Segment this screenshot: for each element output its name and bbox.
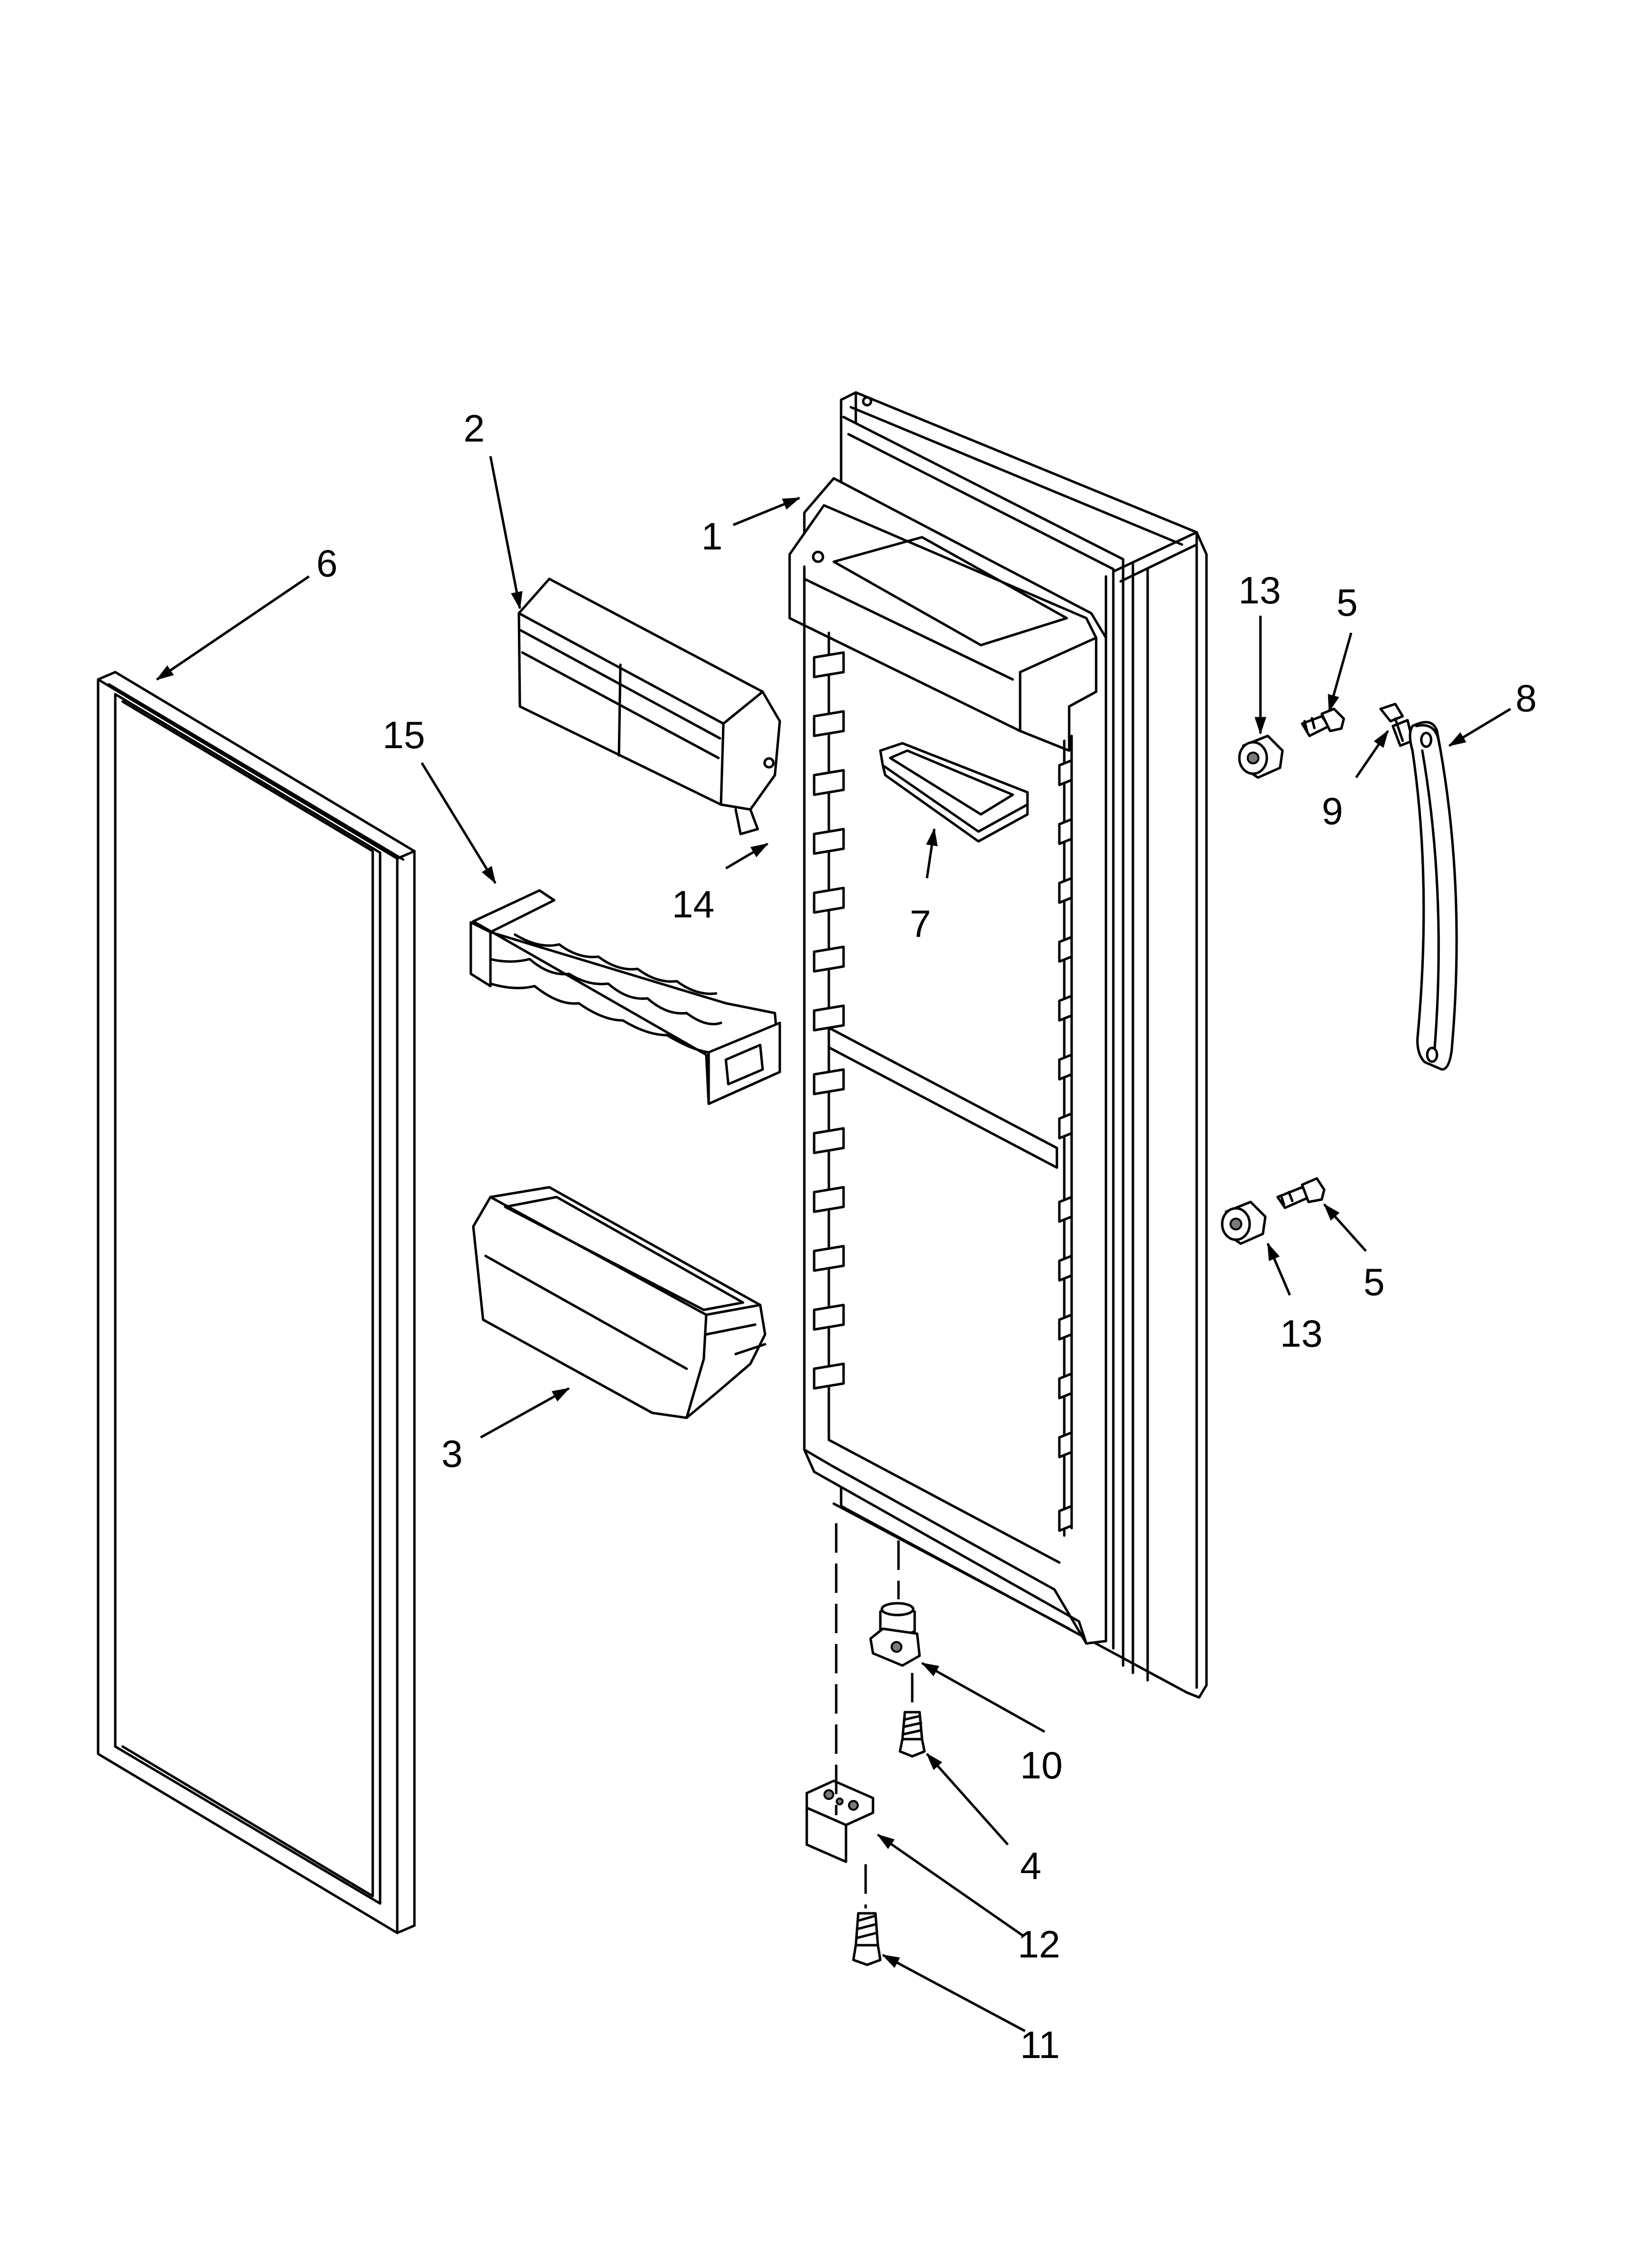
callout-5-lower: 5 [1363, 1260, 1385, 1303]
handle-spacer-lower [1221, 1200, 1267, 1245]
hinge-bracket [805, 1779, 874, 1863]
callout-2: 2 [463, 407, 485, 450]
callout-6: 6 [316, 542, 337, 585]
callout-4: 4 [1020, 1844, 1041, 1887]
egg-tray [469, 889, 781, 1105]
refrigerator-door [788, 391, 1208, 1699]
callout-labels: 1 2 3 4 5 5 6 7 8 9 10 11 12 13 13 14 15 [316, 407, 1537, 2066]
callout-7: 7 [910, 902, 931, 945]
callout-15: 15 [383, 713, 425, 756]
door-gasket [97, 671, 416, 1934]
callout-13-lower: 13 [1280, 1312, 1323, 1355]
callout-8: 8 [1515, 677, 1537, 720]
callout-13-upper: 13 [1238, 569, 1281, 612]
callout-14: 14 [672, 883, 715, 926]
hinge-pin [869, 1602, 921, 1667]
screw-4 [898, 1711, 926, 1758]
screw-5-upper [1301, 707, 1345, 737]
screw-9 [1379, 703, 1414, 747]
dairy-door [517, 577, 781, 835]
callout-11: 11 [1020, 2023, 1060, 2066]
shelf-supports-right [1058, 759, 1073, 1532]
callout-3: 3 [441, 1432, 462, 1475]
handle-spacer-upper [1238, 734, 1284, 779]
screw-11 [852, 1912, 882, 1966]
callout-5-upper: 5 [1336, 581, 1358, 624]
callout-12: 12 [1018, 1923, 1060, 1966]
screw-5-lower [1276, 1177, 1326, 1209]
door-handle [1409, 721, 1458, 1071]
callout-9: 9 [1322, 789, 1343, 833]
leader-lines [156, 456, 1512, 2033]
small-tray [879, 742, 1029, 843]
door-bin [472, 1186, 767, 1419]
shelf-supports-left [813, 651, 845, 1390]
callout-10: 10 [1020, 1744, 1063, 1787]
callout-1: 1 [701, 515, 722, 558]
